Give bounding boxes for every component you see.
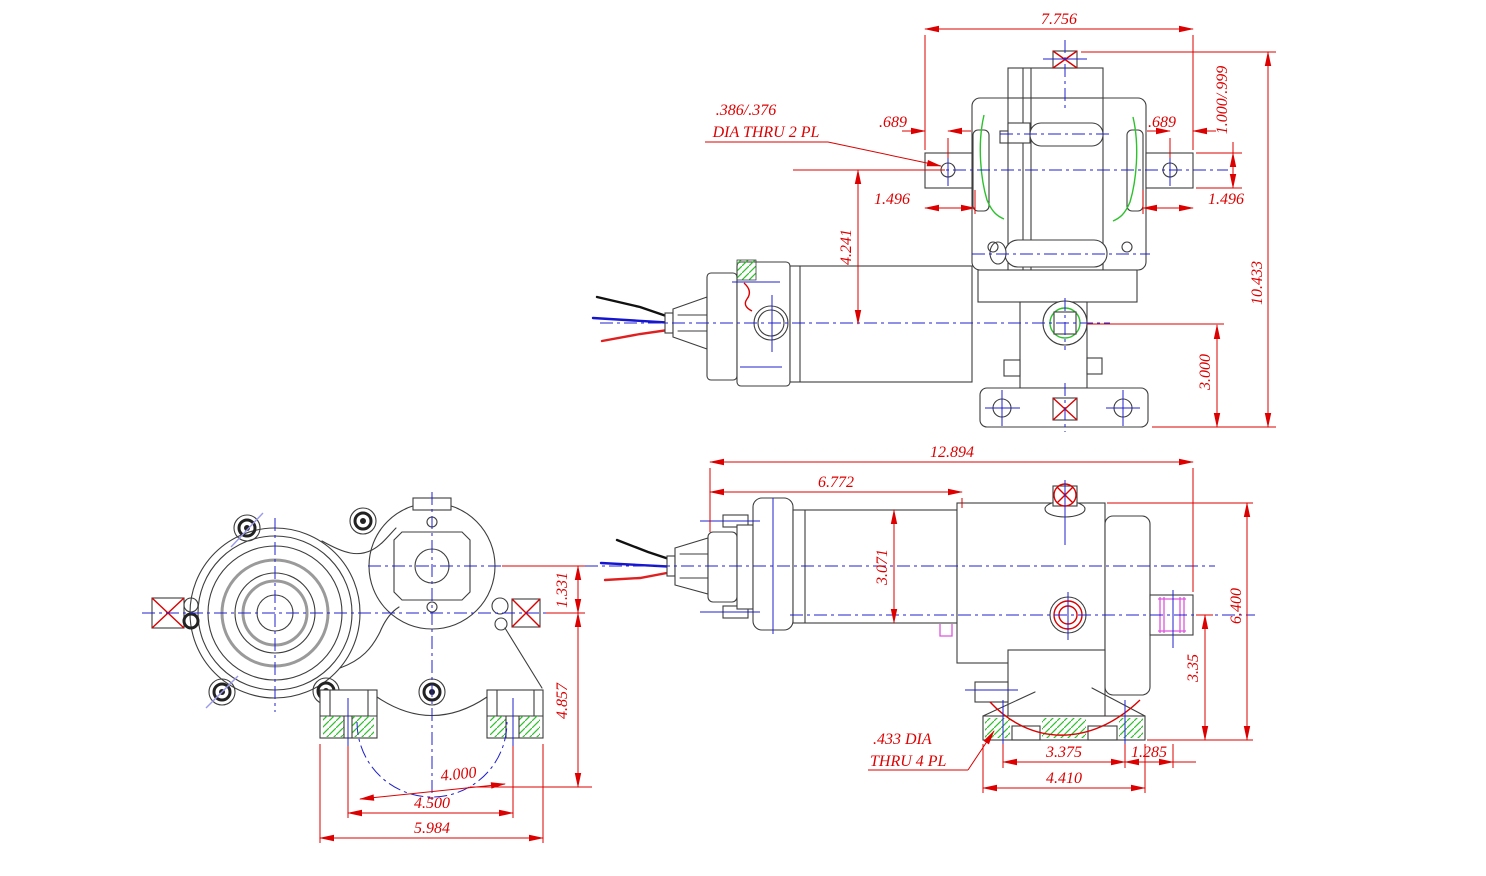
end-view-centerlines xyxy=(142,492,562,806)
dim-hole-offset-right: .689 xyxy=(1148,114,1176,131)
shaft-boss xyxy=(1007,122,1031,144)
dim-foot-hole-spacing: 3.375 xyxy=(1045,744,1082,761)
shaft-nut xyxy=(999,130,1009,144)
foot-hatch xyxy=(519,716,540,737)
foot-hatch xyxy=(323,716,344,737)
dim-overall-width: 7.756 xyxy=(1041,11,1077,28)
end-view: 1.331 4.857 4.000 4.500 5.984 xyxy=(142,492,592,843)
dim-overall-length: 12.894 xyxy=(930,444,974,461)
side-tab xyxy=(974,681,1009,703)
keyway-mark-small xyxy=(939,624,953,637)
gasket-right xyxy=(1112,116,1138,222)
wire-red xyxy=(603,570,674,582)
wire-red xyxy=(600,327,677,343)
dim-axis-to-foot: 4.857 xyxy=(554,682,571,719)
dim-overall-height: 6.400 xyxy=(1228,588,1245,624)
housing-column xyxy=(1007,649,1106,717)
bolt-circle-arc xyxy=(356,721,508,798)
wire-blue xyxy=(591,316,677,325)
top-view: 7.756 10.433 1.000/.999 .689 .689 1.496 xyxy=(591,11,1276,432)
front-view: 12.894 6.772 3.071 6.400 3.35 3.375 1.28… xyxy=(585,444,1255,793)
front-view-dimensions: 12.894 6.772 3.071 6.400 3.35 3.375 1.28… xyxy=(709,444,1253,793)
note-leader xyxy=(967,730,995,771)
foot-hatch-1 xyxy=(985,718,1010,738)
foot-hatch xyxy=(490,716,506,737)
column-tab-right xyxy=(1086,357,1103,375)
end-view-dimensions: 1.331 4.857 4.000 4.500 5.984 xyxy=(319,565,592,843)
housing-head xyxy=(1007,67,1104,99)
note-thru-hole-line2: DIA THRU 2 PL xyxy=(712,124,820,141)
foot-hatch-2 xyxy=(1042,718,1086,738)
note-foot-holes-line2: THRU 4 PL xyxy=(870,753,947,770)
motor-end-cap xyxy=(706,272,738,381)
bolt-diagonal-2 xyxy=(205,675,239,709)
top-view-motor xyxy=(591,259,973,387)
bell-housing xyxy=(1104,515,1151,696)
motor-cylinder xyxy=(789,265,973,383)
dim-motor-diameter: 3.071 xyxy=(874,549,891,586)
column-tab-left xyxy=(1003,359,1021,377)
dim-motor-length: 6.772 xyxy=(818,474,854,491)
dim-overall-length: 10.433 xyxy=(1249,261,1266,305)
dim-bolt-circle: 4.000 xyxy=(440,764,478,785)
top-view-centerlines xyxy=(600,40,1228,432)
gasket-hatch xyxy=(736,259,757,281)
cap-ring xyxy=(736,524,754,610)
leader-squiggle xyxy=(743,282,753,312)
waist-lower xyxy=(339,606,400,669)
note-leader xyxy=(827,141,942,167)
section-spline xyxy=(989,699,1141,736)
note-foot-holes-line1: .433 DIA xyxy=(873,731,932,748)
dim-shaft-ext-left: 1.496 xyxy=(874,191,910,208)
dim-foot-width: 5.984 xyxy=(414,820,450,837)
dim-axis-to-base: 3.000 xyxy=(1197,354,1214,391)
dim-shaft-ext-right: 1.496 xyxy=(1208,191,1244,208)
dim-hole-to-shaft: 1.285 xyxy=(1131,744,1167,761)
dim-axis-height: 3.35 xyxy=(1185,654,1202,683)
note-thru-hole-line1: .386/.376 xyxy=(716,102,776,119)
gear-housing xyxy=(956,502,1106,664)
dim-hole-offset-left: .689 xyxy=(879,114,907,131)
dim-axis-offset: 1.331 xyxy=(554,572,571,608)
motor-end-cap xyxy=(707,531,738,603)
foot-hatch-3 xyxy=(1119,718,1143,738)
wire-black xyxy=(595,295,677,321)
bolt-diagonal-1 xyxy=(230,512,264,548)
lower-shaft-nut xyxy=(989,241,1007,265)
top-view-dimensions: 7.756 10.433 1.000/.999 .689 .689 1.496 xyxy=(705,11,1276,428)
dim-shaft-square: 1.000/.999 xyxy=(1214,66,1231,134)
front-view-gearbox xyxy=(956,483,1194,741)
foot-hatch xyxy=(352,716,374,737)
waist-upper xyxy=(321,527,397,555)
housing-step xyxy=(977,269,1138,303)
dim-motor-axis-to-shaft: 4.241 xyxy=(838,229,855,265)
dim-foot-hole-spacing: 4.500 xyxy=(414,795,450,812)
dim-foot-length: 4.410 xyxy=(1046,770,1082,787)
gasket-left xyxy=(979,114,1005,220)
